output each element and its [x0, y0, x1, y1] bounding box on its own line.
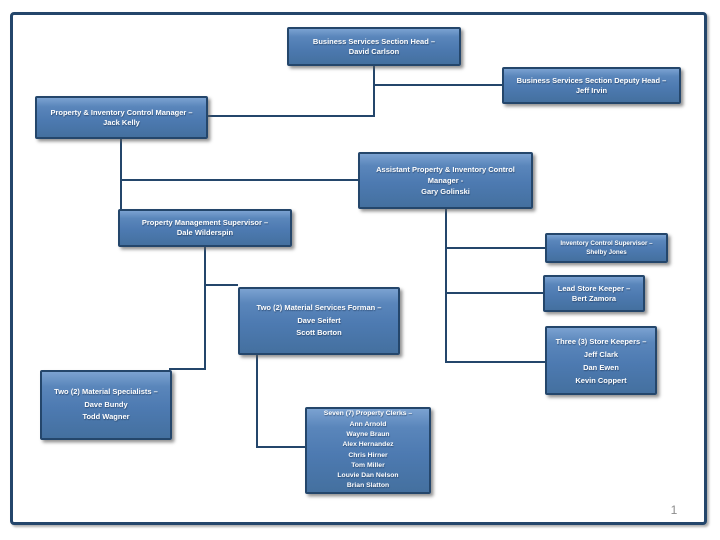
- connector-to-property-clerks: [256, 446, 305, 448]
- slide-page-number: 1: [670, 503, 678, 517]
- connector-to-store-keepers: [445, 361, 545, 363]
- connector-to-lead-store-keeper: [445, 292, 543, 294]
- node-person-line: Ann Arnold: [349, 420, 387, 428]
- node-title-line: Manager -: [427, 176, 464, 185]
- node-title-line: Business Services Section Head –: [312, 36, 436, 46]
- connector-section-head-trunk: [373, 66, 375, 117]
- node-person-line: Tom Miller: [351, 461, 385, 469]
- org-node-property-inventory-control-manager[interactable]: Property & Inventory Control Manager – J…: [35, 96, 208, 139]
- connector-picm-trunk: [120, 139, 122, 210]
- connector-to-deputy-head: [373, 84, 502, 86]
- node-person-line: Jeff Clark: [583, 349, 619, 359]
- node-person-line: Dave Seifert: [297, 315, 341, 325]
- org-node-material-services-forman[interactable]: Two (2) Material Services Forman – Dave …: [238, 287, 400, 355]
- node-person-line: Todd Wagner: [82, 412, 130, 422]
- connector-forman-trunk: [256, 355, 258, 448]
- org-node-store-keepers[interactable]: Three (3) Store Keepers – Jeff Clark Dan…: [545, 326, 657, 395]
- node-person-line: Kevin Coppert: [575, 375, 627, 385]
- node-title-line: Business Services Section Deputy Head –: [516, 75, 667, 85]
- node-person-line: Gary Golinski: [421, 187, 470, 196]
- connector-to-inventory-control-supervisor: [445, 247, 545, 249]
- node-person-line: Alex Hernandez: [342, 441, 394, 449]
- node-person-line: Jack Kelly: [103, 117, 140, 127]
- node-title-line: Three (3) Store Keepers –: [555, 336, 647, 346]
- node-person-line: Bert Zamora: [571, 293, 617, 303]
- node-title-line: Two (2) Material Specialists –: [54, 387, 158, 397]
- node-person-line: Brian Slatton: [346, 482, 390, 490]
- node-title-line: Lead Store Keeper –: [557, 283, 631, 293]
- org-node-property-management-supervisor[interactable]: Property Management Supervisor – Dale Wi…: [118, 209, 292, 247]
- node-person-line: Dale Wilderspin: [176, 228, 234, 237]
- org-node-inventory-control-supervisor[interactable]: Inventory Control Supervisor – Shelby Jo…: [545, 233, 668, 263]
- node-person-line: Jeff Irvin: [575, 85, 608, 95]
- node-person-line: David Carlson: [348, 46, 400, 56]
- connector-to-assistant-manager: [120, 179, 358, 181]
- node-person-line: Scott Borton: [296, 328, 342, 338]
- node-title-line: Inventory Control Supervisor –: [560, 240, 653, 247]
- org-node-lead-store-keeper[interactable]: Lead Store Keeper – Bert Zamora: [543, 275, 645, 312]
- node-person-line: Shelby Jones: [586, 249, 627, 256]
- connector-to-material-specialists: [169, 368, 206, 370]
- connector-to-forman: [204, 284, 238, 286]
- node-person-line: Dave Bundy: [84, 399, 128, 409]
- node-person-line: Wayne Braun: [346, 430, 390, 438]
- org-node-property-clerks[interactable]: Seven (7) Property Clerks – Ann Arnold W…: [305, 407, 431, 494]
- connector-to-picm: [208, 115, 375, 117]
- node-person-line: Louvie Dan Nelson: [337, 472, 399, 480]
- node-title-line: Property & Inventory Control Manager –: [50, 107, 193, 117]
- node-title-line: Two (2) Material Services Forman –: [256, 303, 382, 313]
- org-node-section-head[interactable]: Business Services Section Head – David C…: [287, 27, 461, 66]
- node-person-line: Dan Ewen: [583, 362, 619, 372]
- org-node-assistant-manager[interactable]: Assistant Property & Inventory Control M…: [358, 152, 533, 209]
- connector-assistant-trunk: [445, 209, 447, 363]
- node-title-line: Assistant Property & Inventory Control: [376, 165, 515, 174]
- node-person-line: Chris Hirner: [348, 451, 388, 459]
- org-node-material-specialists[interactable]: Two (2) Material Specialists – Dave Bund…: [40, 370, 172, 440]
- connector-pms-trunk: [204, 247, 206, 370]
- node-title-line: Seven (7) Property Clerks –: [323, 410, 413, 418]
- org-node-deputy-head[interactable]: Business Services Section Deputy Head – …: [502, 67, 681, 104]
- node-title-line: Property Management Supervisor –: [141, 218, 269, 227]
